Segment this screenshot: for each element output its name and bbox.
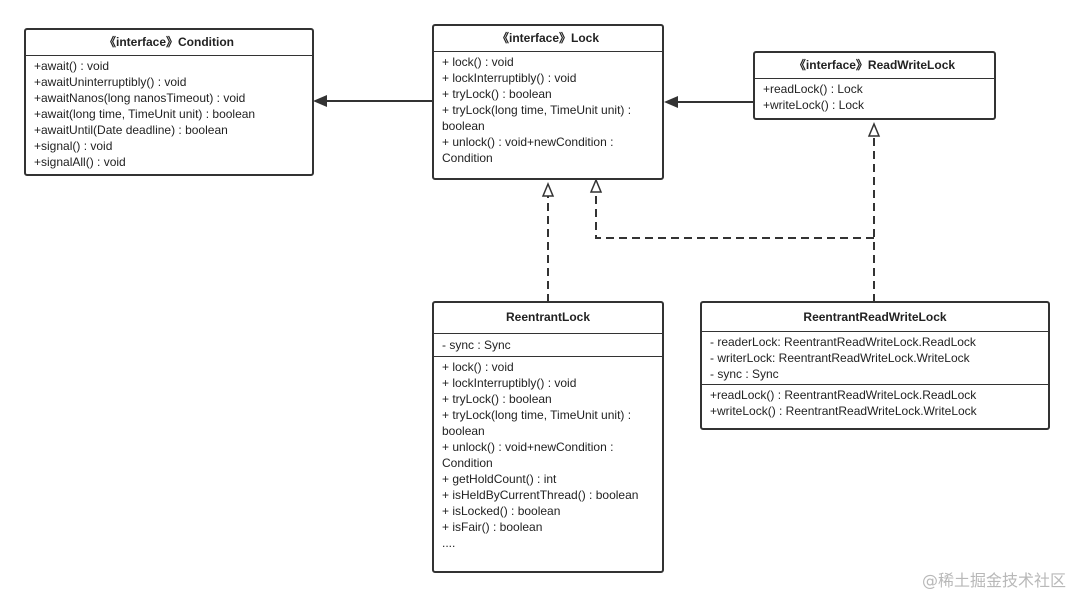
method-row: + unlock() : void+newCondition : Conditi… bbox=[442, 135, 614, 165]
realization-head-lock-2 bbox=[589, 178, 603, 193]
method-row: +writeLock() : ReentrantReadWriteLock.Wr… bbox=[710, 404, 977, 418]
class-reentrantreadwritelock[interactable]: ReentrantReadWriteLock - readerLock: Ree… bbox=[700, 301, 1050, 430]
class-reentrantlock-fields: - sync : Sync bbox=[434, 334, 662, 356]
method-row: + lock() : void bbox=[442, 360, 514, 374]
class-readwritelock-title: 《interface》ReadWriteLock bbox=[755, 53, 994, 79]
method-row: + tryLock() : boolean bbox=[442, 87, 552, 101]
class-lock[interactable]: 《interface》Lock + lock() : void + lockIn… bbox=[432, 24, 664, 180]
class-condition-methods: +await() : void +awaitUninterruptibly() … bbox=[26, 56, 312, 172]
field-row: - sync : Sync bbox=[442, 338, 511, 352]
method-row: +await(long time, TimeUnit unit) : boole… bbox=[34, 107, 256, 121]
method-row: +readLock() : Lock bbox=[763, 82, 863, 96]
method-row: + lockInterruptibly() : void bbox=[442, 71, 577, 85]
method-row: + lockInterruptibly() : void bbox=[442, 376, 577, 390]
class-reentrantlock[interactable]: ReentrantLock - sync : Sync + lock() : v… bbox=[432, 301, 664, 573]
method-row: + tryLock(long time, TimeUnit unit) : bo… bbox=[442, 103, 632, 133]
method-row: +readLock() : ReentrantReadWriteLock.Rea… bbox=[710, 388, 977, 402]
method-row: +signalAll() : void bbox=[34, 155, 126, 169]
edge-rrwl-lock bbox=[595, 192, 874, 239]
method-row: + isLocked() : boolean bbox=[442, 504, 561, 518]
method-row: + tryLock(long time, TimeUnit unit) : bo… bbox=[442, 408, 632, 438]
field-row: - sync : Sync bbox=[710, 367, 779, 381]
class-reentrantreadwritelock-fields: - readerLock: ReentrantReadWriteLock.Rea… bbox=[702, 332, 1048, 384]
method-row: +signal() : void bbox=[34, 139, 113, 153]
arrowhead-lock bbox=[664, 96, 678, 108]
class-condition-title: 《interface》Condition bbox=[26, 30, 312, 56]
method-row: + isFair() : boolean bbox=[442, 520, 543, 534]
class-reentrantlock-title: ReentrantLock bbox=[434, 303, 662, 334]
realization-head-readwritelock bbox=[867, 122, 881, 137]
method-row: +awaitUntil(Date deadline) : boolean bbox=[34, 123, 228, 137]
class-reentrantreadwritelock-methods: +readLock() : ReentrantReadWriteLock.Rea… bbox=[702, 384, 1048, 430]
arrowhead-condition bbox=[313, 95, 327, 107]
field-row: - writerLock: ReentrantReadWriteLock.Wri… bbox=[710, 351, 970, 365]
field-row: - readerLock: ReentrantReadWriteLock.Rea… bbox=[710, 335, 976, 349]
method-row: .... bbox=[442, 536, 456, 550]
method-row: + isHeldByCurrentThread() : boolean bbox=[442, 488, 639, 502]
method-row: + lock() : void bbox=[442, 55, 514, 69]
method-row: + getHoldCount() : int bbox=[442, 472, 557, 486]
class-lock-title: 《interface》Lock bbox=[434, 26, 662, 52]
method-row: ... bbox=[710, 420, 721, 430]
class-readwritelock[interactable]: 《interface》ReadWriteLock +readLock() : L… bbox=[753, 51, 996, 120]
realization-head-lock-1 bbox=[541, 182, 555, 197]
class-lock-methods: + lock() : void + lockInterruptibly() : … bbox=[434, 52, 662, 168]
class-reentrantlock-methods: + lock() : void + lockInterruptibly() : … bbox=[434, 356, 662, 553]
watermark: @稀土掘金技术社区 bbox=[921, 571, 1066, 590]
method-row: + tryLock() : boolean bbox=[442, 392, 552, 406]
method-row: +awaitNanos(long nanosTimeout) : void bbox=[34, 91, 246, 105]
method-row: + unlock() : void+newCondition : Conditi… bbox=[442, 440, 614, 470]
class-readwritelock-methods: +readLock() : Lock +writeLock() : Lock bbox=[755, 79, 994, 115]
method-row: +writeLock() : Lock bbox=[763, 98, 865, 112]
method-row: +awaitUninterruptibly() : void bbox=[34, 75, 187, 89]
class-condition[interactable]: 《interface》Condition +await() : void +aw… bbox=[24, 28, 314, 176]
class-reentrantreadwritelock-title: ReentrantReadWriteLock bbox=[702, 303, 1048, 332]
method-row: +await() : void bbox=[34, 59, 110, 73]
